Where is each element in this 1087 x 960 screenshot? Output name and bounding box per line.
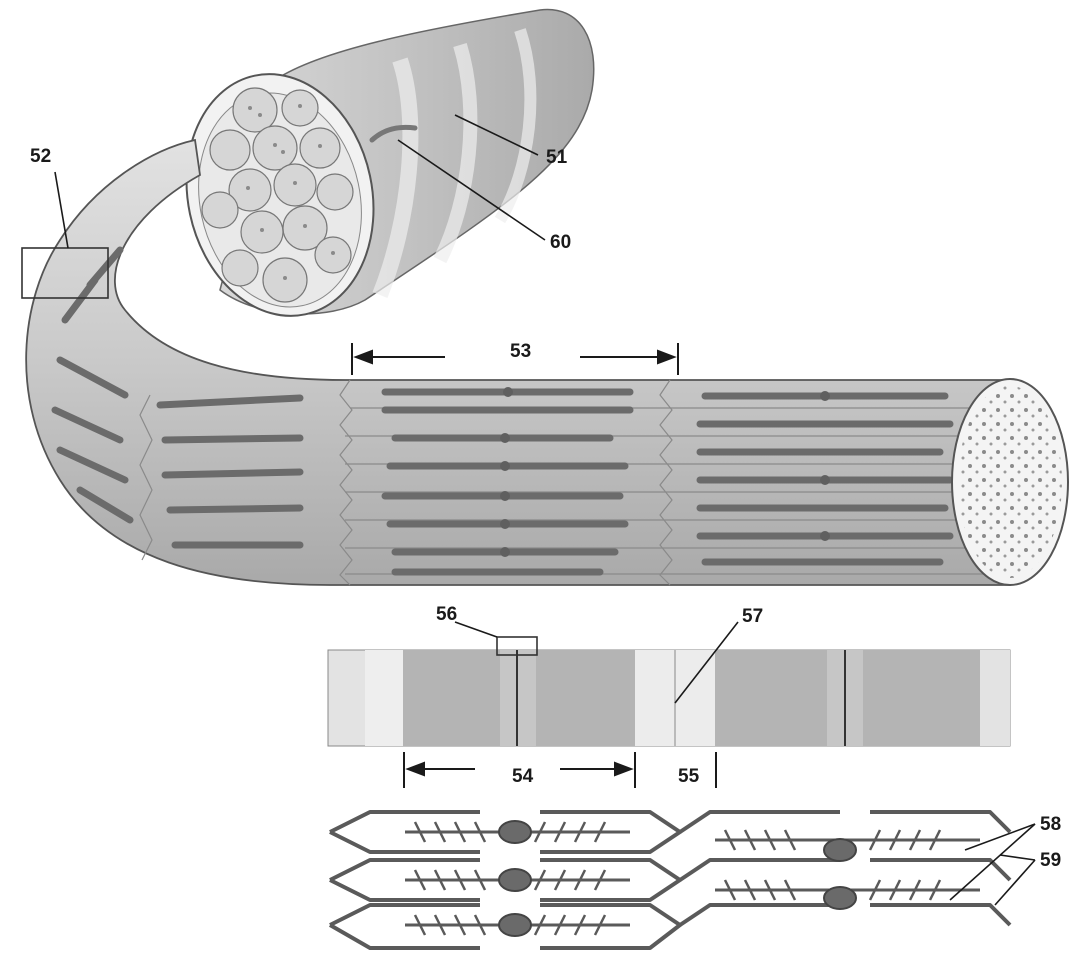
label-53: 53 <box>510 341 531 362</box>
fascicle <box>165 10 594 334</box>
filament-schematic <box>330 812 1010 948</box>
label-55: 55 <box>678 766 700 787</box>
fiber-body <box>26 140 1010 585</box>
label-59: 59 <box>1040 850 1061 871</box>
label-54: 54 <box>512 766 534 787</box>
label-58: 58 <box>1040 814 1061 835</box>
sarcomere-bands <box>328 637 1010 746</box>
label-60: 60 <box>550 232 571 253</box>
label-57: 57 <box>742 606 763 627</box>
muscle-fiber <box>26 140 1068 585</box>
label-56: 56 <box>436 604 457 625</box>
label-52: 52 <box>30 146 51 167</box>
label-51: 51 <box>546 147 568 168</box>
